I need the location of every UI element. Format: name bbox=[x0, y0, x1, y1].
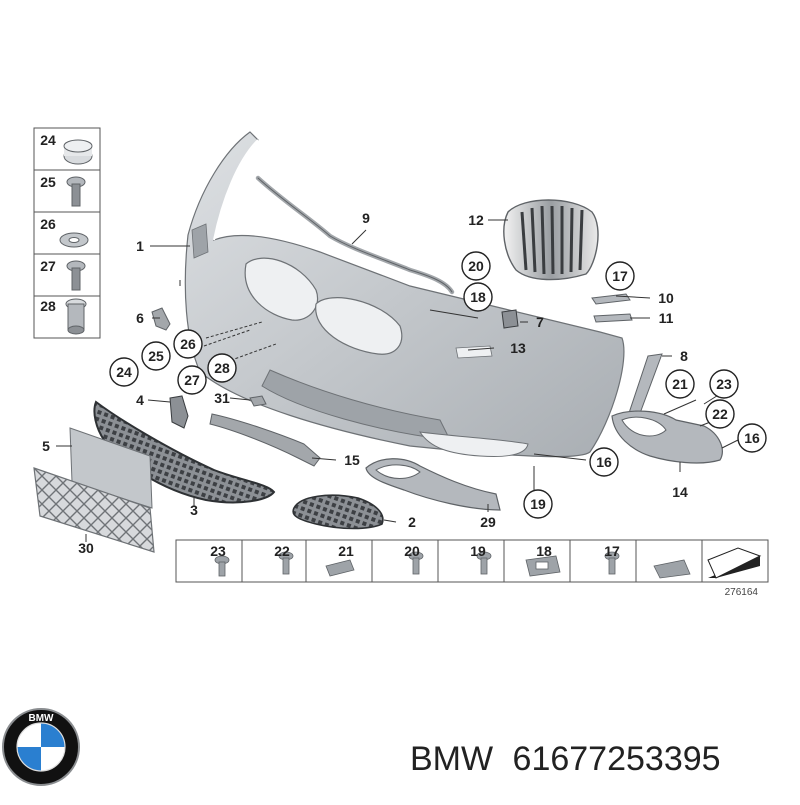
callout-label: 16 bbox=[744, 430, 760, 446]
washer-icon bbox=[59, 232, 89, 248]
callout-label: 15 bbox=[344, 452, 360, 468]
clip-icon bbox=[525, 555, 561, 577]
callout-label: 24 bbox=[116, 364, 132, 380]
callout-circle bbox=[141, 341, 171, 371]
callout-circle bbox=[737, 423, 767, 453]
callout-label: 2 bbox=[408, 514, 416, 530]
callout-label: 18 bbox=[536, 543, 552, 559]
callout-label: 30 bbox=[78, 540, 94, 556]
screw-icon bbox=[214, 555, 230, 577]
drawing-number: 276164 bbox=[725, 587, 759, 598]
callout-circle bbox=[173, 329, 203, 359]
callout-label: 16 bbox=[596, 454, 612, 470]
callout-label: 21 bbox=[672, 376, 688, 392]
callout-circle bbox=[605, 261, 635, 291]
small-bracket-6 bbox=[151, 307, 171, 331]
callout-label: 6 bbox=[136, 310, 144, 326]
callout-label: 12 bbox=[468, 212, 484, 228]
callout-label: 31 bbox=[214, 390, 230, 406]
part-number: 61677253395 bbox=[512, 740, 721, 778]
side-table bbox=[33, 127, 101, 339]
bracket-11 bbox=[593, 313, 633, 323]
screw-icon bbox=[66, 260, 86, 291]
callout-circle bbox=[461, 251, 491, 281]
callout-label: 22 bbox=[712, 406, 728, 422]
callout-label: 1 bbox=[136, 238, 144, 254]
screw-icon bbox=[476, 551, 492, 575]
callout-label: 5 bbox=[42, 438, 50, 454]
small-cap-7 bbox=[501, 309, 519, 329]
callout-circle bbox=[177, 365, 207, 395]
screw-icon bbox=[66, 176, 86, 207]
callout-label: 3 bbox=[190, 502, 198, 518]
screw-icon bbox=[278, 551, 294, 575]
brand-name: BMW bbox=[410, 740, 494, 778]
bracket-10 bbox=[591, 293, 631, 305]
callout-label: 23 bbox=[210, 543, 226, 559]
callout-circle bbox=[589, 447, 619, 477]
callout-label: 4 bbox=[136, 392, 144, 408]
bumper-cover bbox=[184, 131, 625, 458]
bottom-strip bbox=[175, 539, 769, 583]
callout-label: 28 bbox=[40, 298, 56, 314]
callout-label: 18 bbox=[470, 289, 486, 305]
callout-label: 22 bbox=[274, 543, 290, 559]
callout-circle bbox=[523, 489, 553, 519]
callout-label: 26 bbox=[40, 216, 56, 232]
callout-label: 11 bbox=[659, 310, 674, 326]
callout-label: 19 bbox=[530, 496, 546, 512]
small-bracket-4 bbox=[169, 395, 189, 429]
clip-nut-icon bbox=[653, 559, 691, 579]
callout-label: 17 bbox=[612, 268, 628, 284]
callout-label: 25 bbox=[40, 174, 56, 190]
sleeve-icon bbox=[65, 298, 87, 335]
svg-text:BMW: BMW bbox=[29, 713, 55, 724]
callout-circle bbox=[665, 369, 695, 399]
callout-label: 24 bbox=[40, 132, 56, 148]
fog-grille-right bbox=[292, 494, 384, 530]
callout-label: 27 bbox=[184, 372, 200, 388]
callout-circle bbox=[109, 357, 139, 387]
clip-nut-icon bbox=[325, 559, 355, 577]
callout-label: 26 bbox=[180, 336, 196, 352]
callout-circle bbox=[207, 353, 237, 383]
screw-icon bbox=[604, 551, 620, 575]
callout-label: 29 bbox=[480, 514, 496, 530]
callout-label: 27 bbox=[40, 258, 56, 274]
callout-label: 7 bbox=[536, 314, 544, 330]
callout-label: 14 bbox=[672, 484, 688, 500]
callout-label: 17 bbox=[604, 543, 620, 559]
kidney-grille bbox=[503, 199, 599, 281]
callout-label: 20 bbox=[468, 258, 484, 274]
footer-part-line: BMW 61677253395 bbox=[410, 740, 721, 779]
bmw-logo: BMW bbox=[2, 708, 80, 786]
callout-label: 13 bbox=[510, 340, 526, 356]
callout-circle bbox=[709, 369, 739, 399]
callout-circle bbox=[463, 282, 493, 312]
callout-label: 9 bbox=[362, 210, 370, 226]
callout-label: 25 bbox=[148, 348, 164, 364]
callout-label: 21 bbox=[338, 543, 354, 559]
callout-label: 10 bbox=[658, 290, 674, 306]
leader-lines bbox=[56, 219, 743, 542]
bracket bbox=[209, 413, 321, 467]
screw-icon bbox=[408, 551, 424, 575]
small-part-31 bbox=[249, 395, 267, 407]
lattice-support bbox=[33, 467, 155, 553]
callout-label: 28 bbox=[214, 360, 230, 376]
callout-label: 8 bbox=[680, 348, 688, 364]
callout-label: 19 bbox=[470, 543, 486, 559]
callout-label: 23 bbox=[716, 376, 732, 392]
callout-label: 20 bbox=[404, 543, 420, 559]
direction-arrow-icon bbox=[707, 547, 762, 579]
callout-circle bbox=[705, 399, 735, 429]
